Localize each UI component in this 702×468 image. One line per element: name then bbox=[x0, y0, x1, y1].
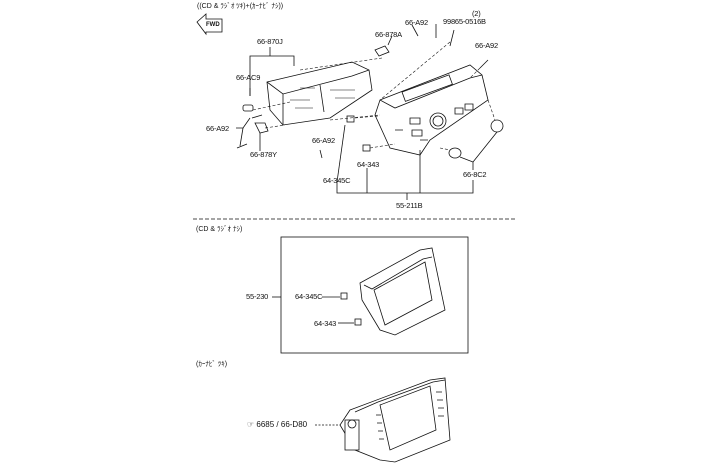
cd-unit-drawing bbox=[266, 61, 373, 126]
part-label-66-A92-right[interactable]: 66-A92 bbox=[475, 41, 498, 50]
fwd-arrow-icon bbox=[196, 13, 223, 36]
part-label-99865-0516B[interactable]: 99865-0516B bbox=[443, 17, 486, 26]
part-label-66-AC9[interactable]: 66-AC9 bbox=[236, 73, 261, 82]
knob-part bbox=[448, 147, 462, 159]
part-label-64-345C[interactable]: 64-345C bbox=[323, 176, 351, 185]
reference-label[interactable]: ☞ 6685 / 66-D80 bbox=[247, 421, 307, 429]
part-label-66-8C2[interactable]: 66-8C2 bbox=[463, 170, 487, 179]
reference-part-numbers: 6685 / 66-D80 bbox=[256, 420, 308, 429]
part-label-55-230[interactable]: 55-230 bbox=[246, 292, 269, 301]
variant-box bbox=[280, 236, 469, 354]
section-header-with-nav: (ｶｰﾅﾋﾞ ﾂｷ) bbox=[196, 361, 228, 368]
quantity-label: (2) bbox=[472, 9, 481, 18]
bulb-part bbox=[362, 144, 371, 152]
screws-left bbox=[236, 114, 269, 149]
bulb-part bbox=[354, 318, 362, 326]
part-label-64-343-mid[interactable]: 64-343 bbox=[314, 319, 337, 328]
front-panel-drawing bbox=[374, 64, 489, 156]
section-header-cd-radio-no-nav: ((CD & ﾗｼﾞｵ ﾂｷ)+(ｶｰﾅﾋﾞ ﾅｼ)) bbox=[197, 3, 284, 10]
part-label-64-343[interactable]: 64-343 bbox=[357, 160, 380, 169]
bulb-part bbox=[340, 292, 348, 300]
cd-panel-drawing bbox=[359, 247, 446, 336]
section-header-no-cd-radio: (CD & ﾗｼﾞｵ ﾅｼ) bbox=[196, 226, 243, 233]
part-label-64-345C-mid[interactable]: 64-345C bbox=[295, 292, 323, 301]
part-label-66-878A[interactable]: 66-878A bbox=[375, 30, 402, 39]
leader-lines bbox=[252, 41, 496, 151]
part-label-66-A92-top[interactable]: 66-A92 bbox=[405, 18, 428, 27]
bulb-part bbox=[346, 115, 355, 123]
part-label-66-870J[interactable]: 66-870J bbox=[257, 37, 283, 46]
part-label-66-A92-left[interactable]: 66-A92 bbox=[206, 124, 229, 133]
part-label-66-878Y[interactable]: 66-878Y bbox=[250, 150, 277, 159]
reference-pointer-icon: ☞ bbox=[247, 420, 255, 429]
nav-unit-drawing bbox=[339, 377, 451, 463]
screws-top bbox=[374, 24, 489, 69]
connector-part bbox=[242, 104, 254, 112]
part-label-55-211B[interactable]: 55-211B bbox=[396, 201, 423, 210]
fwd-label: FWD bbox=[206, 22, 220, 28]
part-label-66-A92-mid[interactable]: 66-A92 bbox=[312, 136, 335, 145]
knob-part bbox=[490, 119, 504, 133]
